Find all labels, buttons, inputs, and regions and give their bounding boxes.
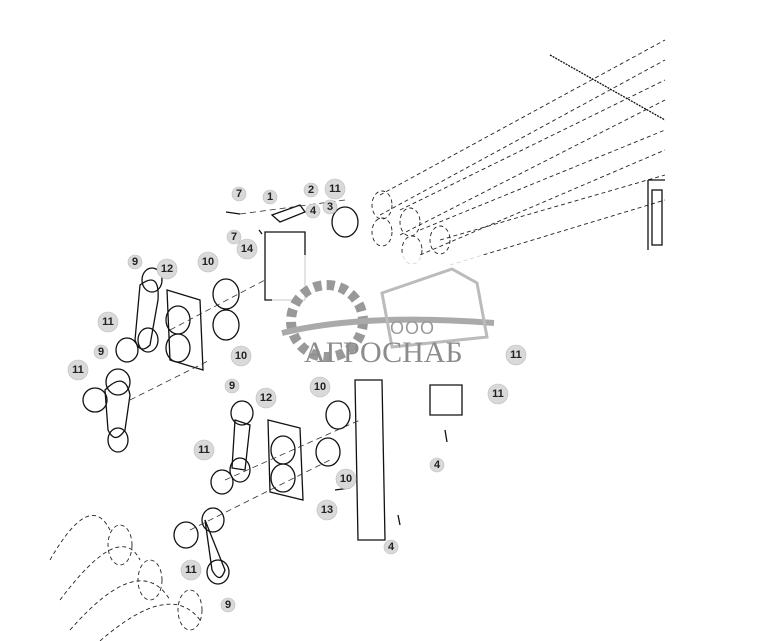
callout-circle (197, 251, 219, 273)
callout-circle (487, 383, 509, 405)
callout-label: 11 (510, 349, 522, 361)
callout-circle (303, 182, 319, 198)
callout-10: 10 (335, 468, 357, 490)
callout-4: 4 (383, 539, 399, 555)
callout-11: 11 (324, 178, 346, 200)
callout-circle (429, 457, 445, 473)
upper-coupler-assembly (82, 199, 359, 453)
hose-pipes-lower (49, 515, 203, 641)
callout-4: 4 (305, 203, 321, 219)
callout-label: 9 (98, 346, 104, 358)
callout-label: 11 (198, 444, 210, 456)
callout-label: 11 (492, 388, 504, 400)
callout-circle (156, 258, 178, 280)
callout-label: 2 (308, 184, 314, 196)
callout-9: 9 (224, 378, 240, 394)
callout-7: 7 (231, 186, 247, 202)
callout-circle (324, 178, 346, 200)
callout-label: 9 (229, 380, 235, 392)
callout-label: 10 (314, 381, 326, 393)
callout-circle (97, 311, 119, 333)
callout-9: 9 (220, 597, 236, 613)
callout-circle (309, 376, 331, 398)
callout-circle (305, 203, 321, 219)
lower-coupler-assembly (173, 379, 463, 585)
callout-label: 10 (202, 256, 214, 268)
callout-label: 14 (241, 243, 254, 255)
callout-label: 4 (310, 205, 317, 217)
callout-label: 4 (388, 541, 395, 553)
callout-circle (262, 189, 278, 205)
callout-7: 7 (226, 229, 242, 245)
watermark-logo (272, 255, 500, 373)
callout-10: 10 (309, 376, 331, 398)
callout-11: 11 (193, 439, 215, 461)
callout-11: 11 (67, 359, 89, 381)
callout-circle (505, 344, 527, 366)
callout-label: 9 (132, 256, 138, 268)
callout-circle (180, 559, 202, 581)
callout-10: 10 (197, 251, 219, 273)
callout-11: 11 (180, 559, 202, 581)
callout-circle (67, 359, 89, 381)
callout-11: 11 (487, 383, 509, 405)
callout-label: 12 (260, 392, 272, 404)
callout-9: 9 (93, 344, 109, 360)
callout-label: 7 (236, 188, 242, 200)
callout-label: 11 (185, 564, 197, 576)
callout-13: 13 (316, 499, 338, 521)
callout-label: 13 (321, 504, 333, 516)
callout-label: 4 (434, 459, 441, 471)
hose-pipes-upper (371, 39, 666, 266)
callout-circle (255, 387, 277, 409)
callout-10: 10 (230, 345, 252, 367)
callout-circle (383, 539, 399, 555)
callout-circle (322, 199, 338, 215)
callout-label: 11 (102, 316, 114, 328)
callout-label: 11 (329, 183, 341, 195)
callout-circle (226, 229, 242, 245)
callout-circle (236, 238, 258, 260)
callout-label: 10 (340, 473, 352, 485)
watermark-name: АГРОСНАБ (304, 336, 463, 369)
callout-2: 2 (303, 182, 319, 198)
callout-11: 11 (505, 344, 527, 366)
callout-label: 3 (327, 201, 333, 213)
callout-4: 4 (429, 457, 445, 473)
callout-3: 3 (322, 199, 338, 215)
callout-circle (230, 345, 252, 367)
watermark-prefix: ООО (390, 318, 436, 338)
callout-9: 9 (127, 254, 143, 270)
callout-label: 12 (161, 263, 173, 275)
callout-label: 1 (267, 191, 273, 203)
callout-circle (231, 186, 247, 202)
callout-circle (220, 597, 236, 613)
callout-label: 9 (225, 599, 231, 611)
gear-combine-icon (281, 267, 495, 362)
callout-label: 11 (72, 364, 84, 376)
callout-label: 7 (231, 231, 237, 243)
callout-circle (316, 499, 338, 521)
callout-circle (335, 468, 357, 490)
callout-label: 10 (235, 350, 247, 362)
callout-circle (224, 378, 240, 394)
callout-circle (93, 344, 109, 360)
callout-12: 12 (255, 387, 277, 409)
callout-11: 11 (97, 311, 119, 333)
callout-12: 12 (156, 258, 178, 280)
callout-1: 1 (262, 189, 278, 205)
callout-circle (127, 254, 143, 270)
callout-circle (193, 439, 215, 461)
callout-14: 14 (236, 238, 258, 260)
